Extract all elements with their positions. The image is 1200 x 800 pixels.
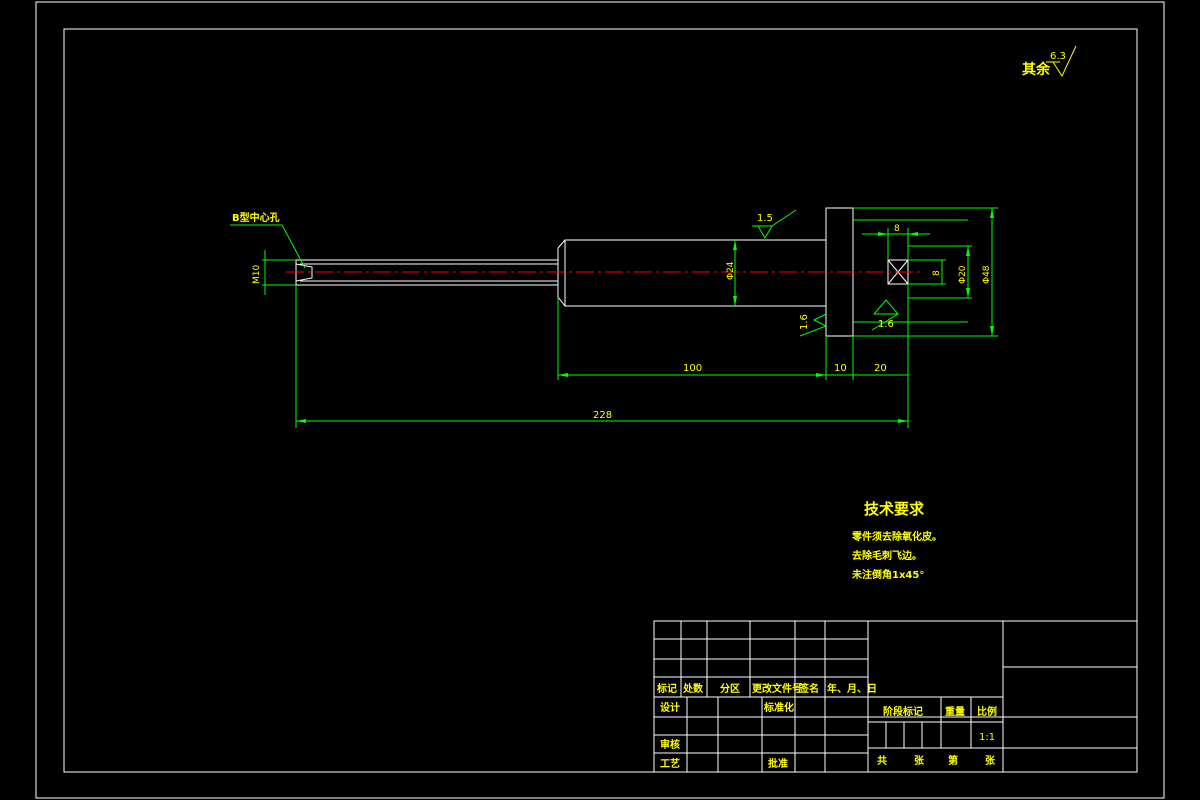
tech-req-item: 零件须去除氧化皮。	[851, 530, 942, 543]
arrow-228-right	[898, 419, 908, 423]
arrow-sqw-left	[878, 232, 888, 236]
sheet-border	[35, 1, 1165, 799]
tb-scale-value: 1:1	[979, 732, 995, 743]
tb-approve: 批准	[768, 757, 788, 770]
arrow-phi48-bottom	[990, 326, 994, 336]
tb-sheet-unit-1: 张	[914, 754, 925, 767]
tech-requirements: 技术要求 零件须去除氧化皮。 去除毛刺飞边。 未注倒角1x45°	[851, 500, 942, 581]
tb-design: 设计	[660, 701, 680, 714]
dim-100-label: 100	[683, 363, 702, 374]
arrow-100-left	[558, 373, 568, 377]
thread-label: M10	[252, 265, 262, 284]
tb-scale-label: 比例	[977, 705, 997, 718]
tb-page: 第	[948, 754, 958, 767]
square-height-label: 8	[932, 270, 942, 276]
tb-sheet-unit-2: 张	[985, 754, 996, 767]
dia-inner-label: Φ20	[958, 265, 968, 284]
dimension-arrows	[296, 208, 994, 423]
roughness-right-leader	[871, 313, 899, 331]
title-block-texts: 标记 处数 分区 更改文件号 签名 年、月、日 设计 标准化 审核 工艺 批准 …	[656, 682, 997, 770]
tb-total: 共	[877, 754, 887, 767]
tb-weight: 重量	[945, 705, 965, 718]
roughness-symbol-icon	[1052, 45, 1077, 78]
center-hole-label: B型中心孔	[232, 211, 280, 224]
tb-standardize: 标准化	[763, 701, 794, 714]
general-roughness-note: 其余 6.3	[1022, 45, 1077, 78]
roughness-right-symbol-icon	[872, 299, 900, 315]
tb-rev-count: 处数	[682, 682, 704, 695]
tb-review: 审核	[660, 738, 680, 751]
roughness-right-label: 1.6	[878, 319, 894, 330]
roughness-top-symbol-icon	[757, 209, 797, 239]
dim-228-label: 228	[593, 410, 612, 421]
square-width-label: 8	[894, 224, 900, 234]
dia-body-label: Φ24	[726, 261, 736, 280]
title-block	[653, 620, 1138, 773]
drawing-frame	[63, 28, 1138, 773]
arrow-sqw-right	[908, 232, 918, 236]
arrow-phi20-bottom	[966, 288, 970, 298]
arrow-phi48-top	[990, 208, 994, 218]
tech-requirements-title: 技术要求	[864, 500, 925, 518]
tech-req-item: 未注倒角1x45°	[851, 568, 924, 581]
roughness-left-label: 1.6	[799, 314, 810, 330]
arrow-phi20-top	[966, 246, 970, 256]
roughness-note-value: 6.3	[1050, 51, 1066, 62]
dia-flange-label: Φ48	[982, 265, 992, 284]
tb-rev-mark: 标记	[656, 682, 677, 695]
dim-20-label: 20	[874, 363, 887, 374]
roughness-top-label: 1.5	[757, 213, 773, 224]
arrow-phi24-bottom	[733, 296, 737, 306]
tb-stage-mark: 阶段标记	[883, 705, 923, 718]
tb-rev-zone: 分区	[720, 682, 740, 695]
roughness-note-label: 其余	[1022, 61, 1051, 78]
center-hole-leader	[230, 224, 306, 269]
tb-rev-sign: 签名	[798, 682, 819, 695]
tb-rev-date: 年、月、日	[827, 682, 877, 695]
dim-10-label: 10	[834, 363, 847, 374]
arrow-phi24-top	[733, 240, 737, 250]
tb-process: 工艺	[660, 757, 680, 770]
arrow-228-left	[296, 419, 306, 423]
arrow-100-right	[816, 373, 826, 377]
tech-req-item: 去除毛刺飞边。	[852, 549, 922, 562]
tb-rev-doc: 更改文件号	[752, 682, 802, 695]
dimension-texts: B型中心孔 M10 Φ24 Φ20 Φ48 8 8 1.5 1.6 1.6 10…	[232, 211, 992, 421]
roughness-left-symbol-icon	[799, 313, 828, 337]
